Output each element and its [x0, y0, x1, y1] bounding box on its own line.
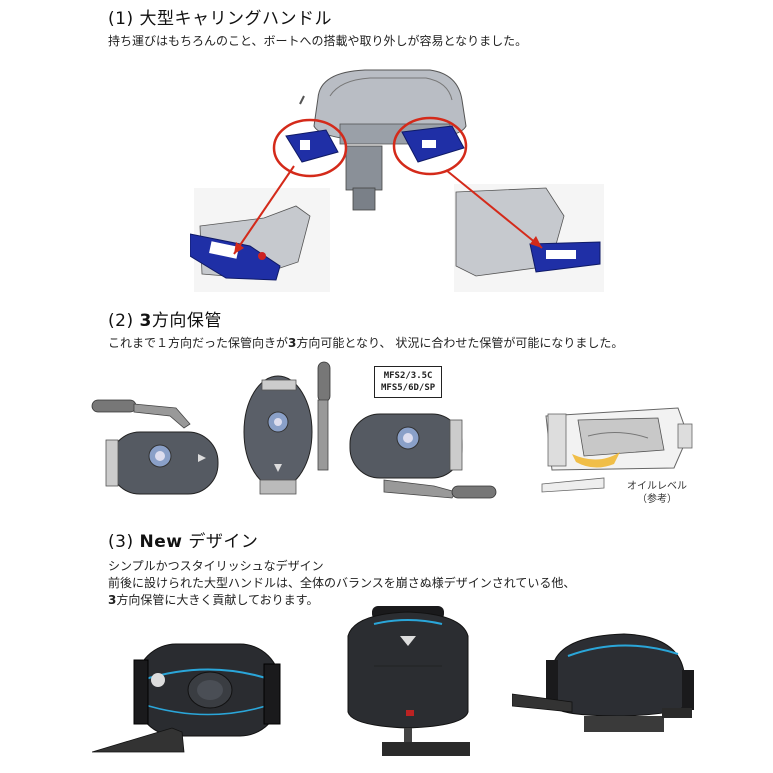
section3-line3-bold: 3 — [108, 593, 117, 607]
section3-heading: (3) New デザイン — [108, 527, 258, 552]
section3-title: デザイン — [188, 532, 259, 552]
section3-line3: 3方向保管に大きく貢献しております。 — [108, 592, 318, 608]
storage-orientation-3-illustration — [344, 408, 500, 502]
storage-orientation-1-illustration — [90, 394, 230, 500]
oil-level-caption: オイルレベル （参考） — [622, 480, 692, 506]
section3-number: (3) — [108, 532, 134, 552]
section3-line3-text: 方向保管に大きく貢献しております。 — [116, 593, 319, 607]
model-line2: MFS5/6D/SP — [381, 383, 436, 393]
section2-desc-bold: 3 — [288, 336, 297, 350]
section2-number: (2) — [108, 311, 134, 331]
section2-desc-b: 方向可能となり、 状況に合わせた保管が可能になりました。 — [296, 336, 624, 350]
section3-line2: 前後に設けられた大型ハンドルは、全体のバランスを崩さぬ様デザインされている他、 — [108, 576, 576, 590]
new-design-top-view — [92, 630, 282, 758]
model-line1: MFS2/3.5C — [383, 371, 433, 381]
section1-heading: (1) 大型キャリングハンドル — [108, 4, 332, 29]
section3-line1: シンプルかつスタイリッシュなデザイン — [108, 559, 324, 573]
section2-desc-a: これまで１方向だった保管向きが — [108, 336, 289, 350]
new-design-side-view — [512, 630, 698, 742]
section2-title: 方向保管 — [151, 311, 222, 331]
section2-title-bold: 3 — [139, 311, 152, 331]
section1-number: (1) — [108, 9, 134, 29]
section3-title-bold: New — [139, 532, 183, 552]
storage-orientation-2-illustration — [240, 360, 350, 500]
section1-description: 持ち運びはもちろんのこと、ボートへの搭載や取り外しが容易となりました。 — [108, 34, 528, 48]
model-label-box: MFS2/3.5C MFS5/6D/SP — [374, 366, 443, 398]
section2-heading: (2) 3方向保管 — [108, 306, 222, 331]
oil-level-line1: オイルレベル — [627, 481, 687, 492]
carrying-handle-illustration — [190, 66, 610, 296]
section1-title: 大型キャリングハンドル — [139, 9, 332, 29]
section2-description: これまで１方向だった保管向きが3方向可能となり、 状況に合わせた保管が可能になり… — [108, 335, 623, 351]
oil-level-diagram — [538, 396, 698, 500]
new-design-rear-view — [334, 606, 484, 756]
oil-level-line2: （参考） — [637, 494, 677, 505]
